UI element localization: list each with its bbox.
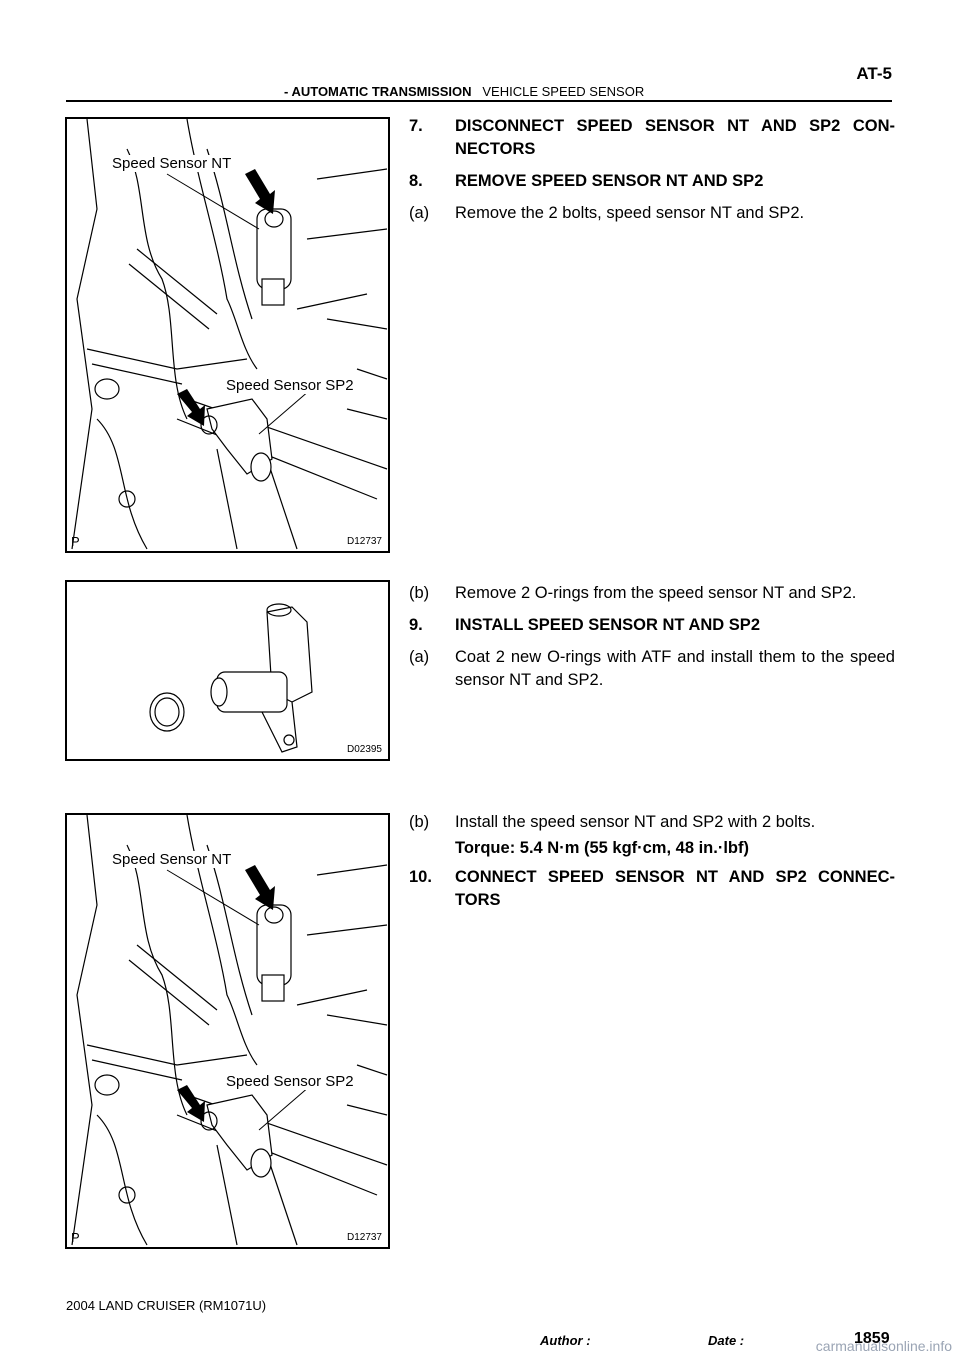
step-10: 10. CONNECT SPEED SENSOR NT AND SP2 CONN…	[409, 868, 895, 909]
label-speed-sensor-sp2: Speed Sensor SP2	[225, 377, 355, 394]
figure-corner-mark: P	[71, 1230, 80, 1245]
step-8a: (a) Remove the 2 bolts, speed sensor NT …	[409, 204, 805, 222]
figure-sensor-installation: Speed Sensor NT Speed Sensor SP2 P D1273…	[65, 813, 390, 1249]
footer-model: 2004 LAND CRUISER (RM1071U)	[66, 1298, 267, 1313]
page-code: AT-5	[856, 64, 892, 83]
figure-o-ring: D02395	[65, 580, 390, 761]
footer-date-label: Date :	[708, 1333, 745, 1348]
figure-code: D12737	[346, 1232, 382, 1243]
engine-sensor-drawing	[71, 119, 388, 550]
engine-sensor-drawing	[71, 815, 388, 1246]
label-speed-sensor-sp2: Speed Sensor SP2	[225, 1073, 355, 1090]
page-number: 1859	[854, 1330, 890, 1347]
step-8b: (b) Remove 2 O-rings from the speed sens…	[409, 584, 857, 602]
watermark: carmanualsonline.info	[815, 1338, 952, 1354]
label-speed-sensor-nt: Speed Sensor NT	[111, 155, 233, 172]
section-title: - AUTOMATIC TRANSMISSION VEHICLE SPEED S…	[284, 84, 645, 99]
figure-sensor-location-removal: Speed Sensor NT Speed Sensor SP2 P D1273…	[65, 117, 390, 553]
text-block-remove: 7. DISCONNECT SPEED SENSOR NT AND SP2 CO…	[409, 115, 895, 234]
step-8: 8. REMOVE SPEED SENSOR NT AND SP2	[409, 172, 764, 190]
page-header: - AUTOMATIC TRANSMISSION VEHICLE SPEED S…	[66, 60, 892, 102]
step-9: 9. INSTALL SPEED SENSOR NT AND SP2	[409, 616, 760, 634]
footer-author-label: Author :	[540, 1333, 591, 1348]
figure-code: D02395	[346, 744, 382, 755]
figure-corner-mark: P	[71, 534, 80, 549]
figure-code: D12737	[346, 536, 382, 547]
header-rule	[66, 100, 892, 102]
torque-spec: Torque: 5.4 N·m (55 kgf·cm, 48 in.·lbf)	[455, 839, 749, 857]
step-9b: (b) Install the speed sensor NT and SP2 …	[409, 813, 816, 831]
text-block-install: (b) Remove 2 O-rings from the speed sens…	[409, 582, 895, 701]
label-speed-sensor-nt: Speed Sensor NT	[111, 851, 233, 868]
step-9a: (a) Coat 2 new O-rings with ATF and inst…	[409, 648, 895, 689]
text-block-connect: (b) Install the speed sensor NT and SP2 …	[409, 811, 895, 921]
step-7: 7. DISCONNECT SPEED SENSOR NT AND SP2 CO…	[409, 117, 895, 158]
sensor-oring-drawing	[149, 603, 313, 753]
